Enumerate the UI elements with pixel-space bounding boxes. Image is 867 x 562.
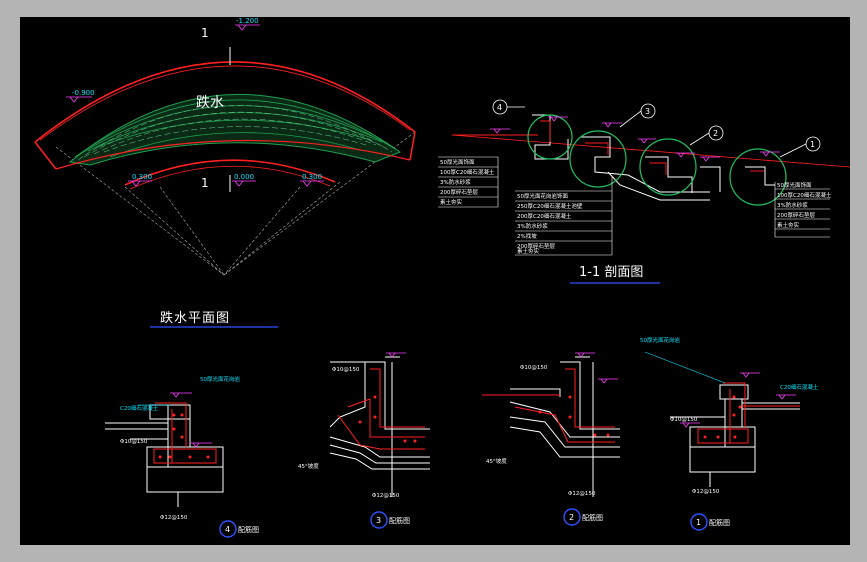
detail-1-label: 配筋图: [709, 518, 730, 527]
layer-mid-2: 250厚C20细石混凝土池壁: [517, 202, 583, 210]
section-title: 1-1 剖面图: [579, 265, 643, 280]
layer-mid-4: 3%防水砂浆: [517, 222, 548, 230]
detail-1-note1: 50厚光面花岗岩: [640, 336, 680, 344]
detail-4-dim2: Φ12@150: [160, 515, 188, 521]
detail-4-num: 4: [225, 525, 230, 534]
layer-left-2: 100厚C20细石混凝土: [440, 168, 495, 176]
detail-1: [644, 351, 800, 531]
detail-3-note1: 45°坡度: [298, 462, 319, 470]
plan-elev-b3: 0.300: [302, 173, 322, 181]
layer-right-2: 100厚C20细石混凝土: [777, 191, 832, 199]
detail-1-dim2: Φ12@150: [692, 489, 720, 495]
detail-2-label: 配筋图: [582, 513, 603, 522]
section-marker-1: 1: [810, 140, 815, 149]
plan-elev-top: -1.200: [236, 17, 259, 25]
drawing-svg: 跌水 1 1 -1.200 -0.900 0.300 0.000 0.300 跌…: [34, 17, 850, 538]
detail-1-note2: C20细石混凝土: [780, 383, 819, 391]
detail-2-num: 2: [569, 513, 574, 522]
layer-left-3: 3%防水砂浆: [440, 178, 471, 186]
detail-4: [105, 392, 237, 538]
detail-3-dim2: Φ12@150: [372, 493, 400, 499]
layer-left-1: 50厚光面饰面: [440, 158, 475, 166]
layer-left-5: 素土夯实: [440, 198, 463, 206]
section-marker-3: 3: [645, 107, 650, 116]
plan-water-label: 跌水: [196, 95, 224, 111]
section-marker-2: 2: [713, 129, 718, 138]
cad-canvas[interactable]: 跌水 1 1 -1.200 -0.900 0.300 0.000 0.300 跌…: [20, 17, 850, 545]
detail-1-num: 1: [696, 518, 701, 527]
section-marker-4: 4: [497, 103, 502, 112]
plan-section-mark-bottom: 1: [201, 176, 209, 190]
layer-right-3: 3%防水砂浆: [777, 201, 808, 209]
detail-2-dim1: Φ10@150: [520, 365, 548, 371]
layer-right-4: 200厚碎石垫层: [777, 211, 815, 219]
plan-elev-left: -0.900: [72, 89, 95, 97]
detail-4-label: 配筋图: [238, 525, 259, 534]
detail-4-note2: C20细石混凝土: [120, 404, 159, 412]
layer-mid-6: 200厚碎石垫层: [517, 242, 555, 250]
layer-mid-1: 50厚光面花岗岩饰面: [517, 192, 568, 200]
detail-1-dim1: Φ10@150: [670, 417, 698, 423]
detail-4-note1: 50厚光面花岗岩: [200, 375, 240, 383]
layer-mid-3: 200厚C20细石混凝土: [517, 212, 572, 220]
detail-3-dim1: Φ10@150: [332, 367, 360, 373]
detail-3: [329, 352, 430, 529]
plan-view: [34, 24, 416, 328]
layer-mid-5: 2%找坡: [517, 232, 537, 240]
section-1-1: [438, 99, 850, 284]
plan-title: 跌水平面图: [160, 310, 230, 326]
plan-elev-b2: 0.000: [234, 173, 254, 181]
detail-2-dim2: Φ12@150: [568, 491, 596, 497]
plan-section-mark-top: 1: [201, 26, 209, 40]
detail-3-label: 配筋图: [389, 516, 410, 525]
layer-left-4: 200厚碎石垫层: [440, 188, 478, 196]
detail-2: [482, 352, 620, 526]
detail-4-dim1: Φ10@150: [120, 439, 148, 445]
detail-2-note1: 45°坡度: [486, 457, 507, 465]
detail-3-num: 3: [376, 516, 381, 525]
plan-elev-b1: 0.300: [132, 173, 152, 181]
layer-right-5: 素土夯实: [777, 221, 800, 229]
layer-mid-7: 素土夯实: [517, 247, 540, 255]
layer-right-1: 50厚光面饰面: [777, 181, 812, 189]
